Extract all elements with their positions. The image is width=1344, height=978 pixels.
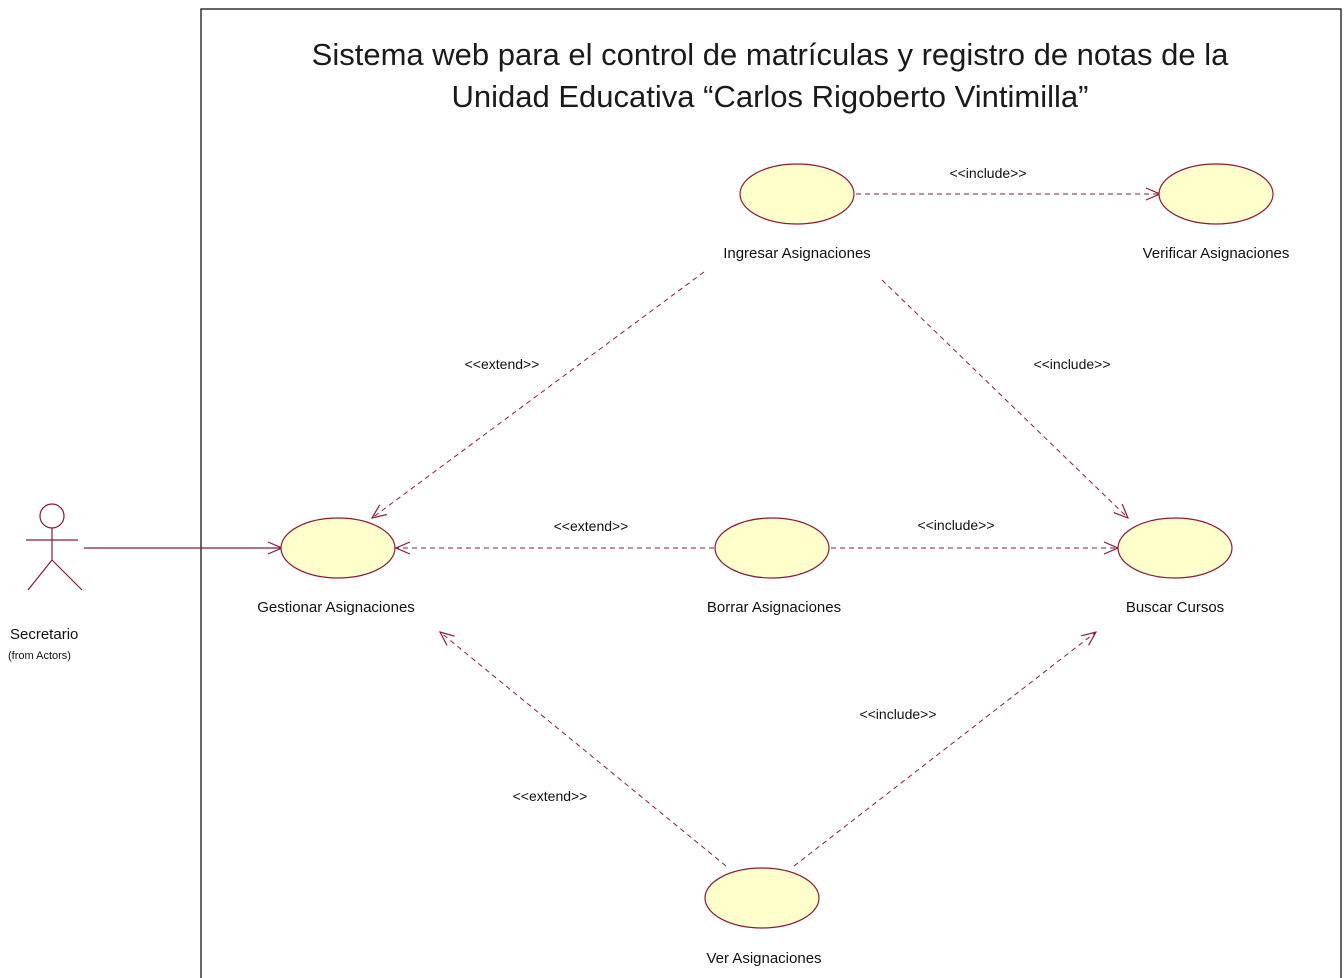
- system-title-line-2: Unidad Educativa “Carlos Rigoberto Vinti…: [452, 79, 1089, 114]
- actor-secretario[interactable]: [26, 503, 83, 591]
- usecase-ingresar-asignaciones[interactable]: [739, 163, 855, 225]
- usecase-label-ingresar: Ingresar Asignaciones: [723, 245, 871, 262]
- usecase-label-buscar: Buscar Cursos: [1126, 599, 1224, 616]
- usecase-label-ver: Ver Asignaciones: [706, 950, 821, 967]
- rel-ingresar-buscar: [881, 279, 1128, 518]
- stereo-ingresar-gestionar: <<extend>>: [465, 356, 540, 372]
- stereo-borrar-buscar: <<include>>: [917, 517, 994, 533]
- actor-name: Secretario: [10, 626, 78, 643]
- usecase-borrar-asignaciones[interactable]: [714, 517, 830, 579]
- actor-package: (from Actors): [8, 650, 71, 662]
- rel-ingresar-gestionar: [372, 271, 705, 518]
- usecase-buscar-cursos[interactable]: [1117, 517, 1233, 579]
- system-boundary: [200, 8, 1342, 978]
- usecase-label-gestionar: Gestionar Asignaciones: [257, 599, 415, 616]
- stereo-ver-gestionar: <<extend>>: [513, 788, 588, 804]
- stereo-ver-buscar: <<include>>: [859, 706, 936, 722]
- actor-head: [39, 503, 65, 529]
- usecase-label-verificar: Verificar Asignaciones: [1143, 245, 1290, 262]
- stereo-ingresar-buscar: <<include>>: [1033, 356, 1110, 372]
- usecase-label-borrar: Borrar Asignaciones: [707, 599, 841, 616]
- actor-left-leg: [27, 559, 53, 591]
- rel-ver-buscar: [793, 632, 1096, 867]
- actor-right-leg: [51, 559, 83, 591]
- stereo-ingresar-verificar: <<include>>: [949, 165, 1026, 181]
- rel-ver-gestionar: [440, 632, 727, 867]
- system-title-line-1: Sistema web para el control de matrícula…: [312, 37, 1229, 72]
- usecase-verificar-asignaciones[interactable]: [1158, 163, 1274, 225]
- stereo-borrar-gestionar: <<extend>>: [554, 518, 629, 534]
- usecase-ver-asignaciones[interactable]: [704, 867, 820, 929]
- usecase-gestionar-asignaciones[interactable]: [280, 517, 396, 579]
